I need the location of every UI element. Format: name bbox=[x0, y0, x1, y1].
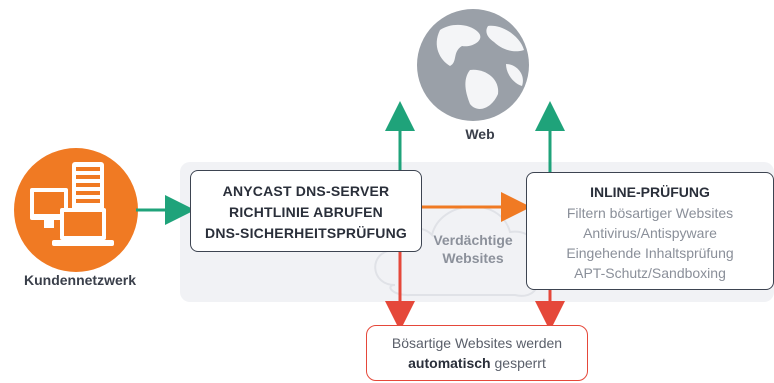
inline-inspection-box: INLINE-PRÜFUNG Filtern bösartiger Websit… bbox=[526, 172, 774, 290]
web-label: Web bbox=[465, 126, 495, 142]
inline-item: Eingehende Inhaltsprüfung bbox=[566, 245, 734, 261]
suspicious-line-2: Websites bbox=[442, 250, 504, 266]
customer-network-label: Kundennetzwerk bbox=[23, 272, 136, 288]
globe-icon bbox=[417, 9, 529, 121]
result-line-2-rest: gesperrt bbox=[490, 355, 546, 371]
result-line-1: Bösartige Websites werden bbox=[391, 335, 563, 351]
dns-server-box: ANYCAST DNS-SERVER RICHTLINIE ABRUFEN DN… bbox=[190, 170, 422, 252]
dns-line-2: RICHTLINIE ABRUFEN bbox=[229, 204, 383, 220]
blocked-result-box: Bösartige Websites werden automatisch ge… bbox=[366, 325, 588, 381]
suspicious-websites-label: Verdächtige Websites bbox=[418, 231, 528, 267]
inline-title: INLINE-PRÜFUNG bbox=[590, 184, 710, 200]
dns-line-1: ANYCAST DNS-SERVER bbox=[222, 183, 390, 199]
inline-item: Filtern bösartiger Websites bbox=[566, 205, 734, 221]
result-bold-word: automatisch bbox=[408, 355, 491, 371]
server-computer-icon bbox=[14, 148, 138, 272]
dns-line-3: DNS-SICHERHEITSPRÜFUNG bbox=[205, 225, 407, 241]
result-line-2: automatisch gesperrt bbox=[367, 353, 587, 373]
inline-item: Antivirus/Antispyware bbox=[583, 225, 717, 241]
inline-item: APT-Schutz/Sandboxing bbox=[574, 265, 726, 281]
suspicious-line-1: Verdächtige bbox=[433, 232, 513, 248]
